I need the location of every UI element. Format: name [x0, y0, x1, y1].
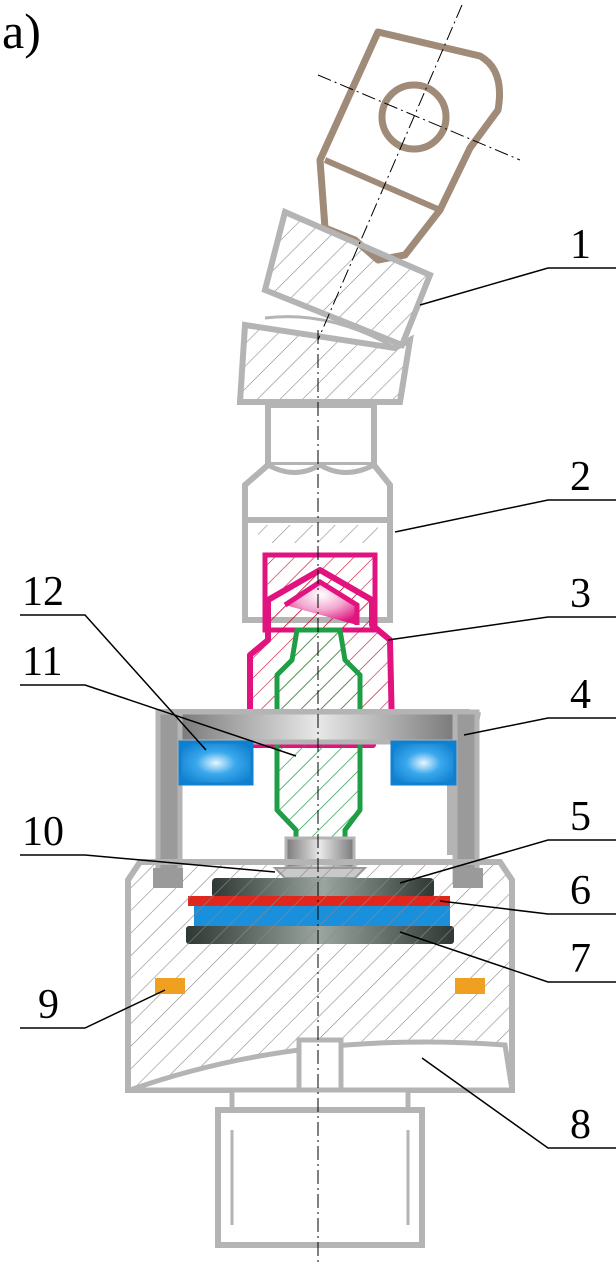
panel-label: a) — [2, 3, 41, 59]
leader-11 — [20, 684, 297, 757]
leader-8 — [421, 1057, 616, 1149]
leader-lines — [20, 267, 616, 1149]
callout-12: 12 — [22, 569, 64, 615]
callout-3: 3 — [570, 571, 591, 617]
blue-seal-ring — [178, 740, 457, 786]
callout-7: 7 — [570, 936, 591, 982]
callout-6: 6 — [570, 868, 591, 914]
leader-5 — [399, 839, 616, 884]
base-housing — [125, 859, 515, 1248]
leader-9 — [20, 989, 166, 1029]
terminal-tilted-block — [236, 207, 434, 405]
lug-axis — [317, 4, 463, 341]
leader-10 — [20, 854, 276, 873]
leader-12 — [20, 614, 207, 751]
leader-4 — [463, 717, 616, 736]
terminal-neck — [242, 402, 393, 523]
callout-labels: 1 2 3 4 5 6 7 8 9 10 11 12 — [22, 222, 591, 1148]
leader-6 — [439, 900, 616, 915]
leader-7 — [399, 931, 616, 983]
leader-1 — [419, 267, 616, 306]
callout-8: 8 — [570, 1102, 591, 1148]
callout-9: 9 — [38, 982, 59, 1028]
leader-3 — [387, 616, 616, 641]
callout-10: 10 — [22, 809, 64, 855]
callout-11: 11 — [22, 639, 62, 685]
callout-1: 1 — [570, 222, 591, 268]
callout-4: 4 — [570, 672, 591, 718]
orange-solder-marker — [155, 978, 485, 994]
cable-lug — [316, 28, 521, 264]
leader-2 — [394, 499, 616, 533]
callout-2: 2 — [570, 454, 591, 500]
callout-5: 5 — [570, 794, 591, 840]
